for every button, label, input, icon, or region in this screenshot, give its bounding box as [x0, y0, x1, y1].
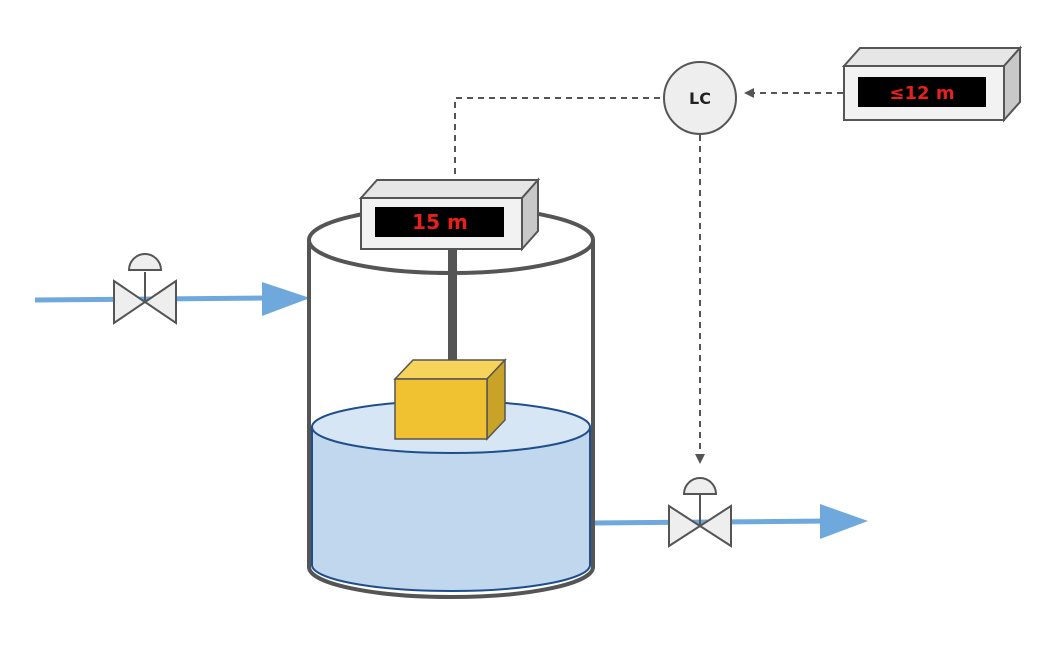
setpoint-display	[858, 77, 986, 107]
valve-actuator-icon	[127, 253, 163, 271]
float	[393, 358, 507, 441]
outlet-flow-arrow	[820, 504, 868, 539]
tank-bottom	[307, 566, 595, 599]
signal-lines	[454, 88, 843, 464]
transmitter-display	[375, 207, 504, 237]
measurement-signal-line	[454, 97, 663, 185]
float-rod	[448, 248, 457, 370]
inlet-flow-arrow	[262, 282, 310, 316]
setpoint-box[interactable]: ≤12 m	[841, 45, 1023, 123]
water-body	[312, 427, 590, 591]
level-transmitter[interactable]: 15 m	[358, 177, 541, 252]
transmitter-reading: 15 m	[412, 210, 468, 234]
level-controller[interactable]: LC	[663, 61, 737, 135]
outlet-control-valve[interactable]	[668, 477, 732, 548]
controller-label: LC	[689, 89, 711, 108]
setpoint-value: ≤12 m	[889, 83, 954, 104]
valve-actuator-icon	[682, 477, 718, 495]
inlet-valve[interactable]	[113, 253, 177, 325]
